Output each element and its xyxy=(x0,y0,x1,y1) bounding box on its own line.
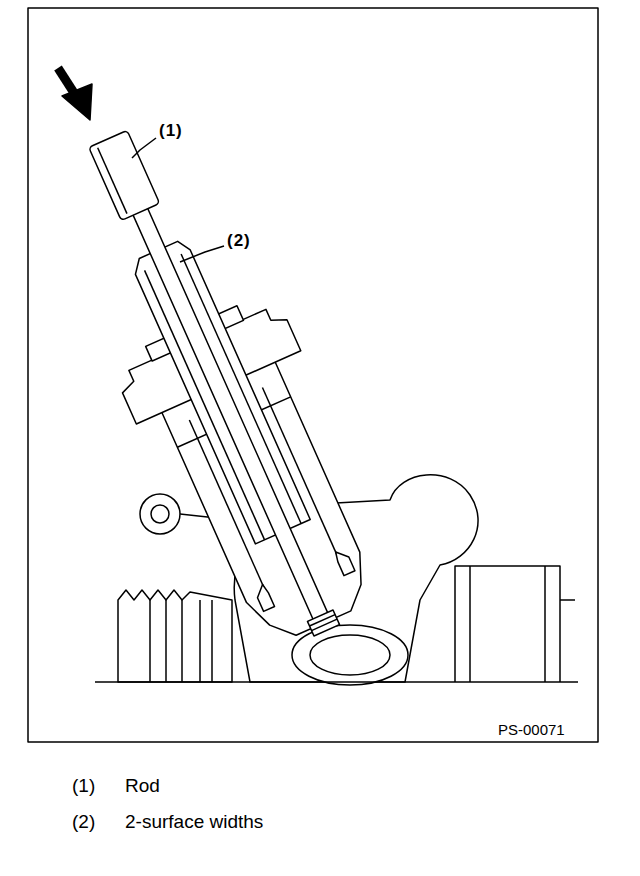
rack-tube xyxy=(455,566,575,682)
rod-cap xyxy=(89,130,160,220)
nut xyxy=(307,610,339,636)
shaft xyxy=(132,207,329,623)
legend-number: (2) xyxy=(72,812,95,831)
tool-assembly xyxy=(26,102,409,667)
push-arrow xyxy=(58,68,92,120)
part-name: 2-surface widths xyxy=(125,812,263,831)
figure-code: PS-00071 xyxy=(498,722,565,737)
legend-number: (1) xyxy=(72,776,95,795)
leader-line xyxy=(132,138,156,158)
leader-line xyxy=(180,246,224,262)
base-line xyxy=(95,681,578,683)
bellows xyxy=(118,590,232,682)
frame xyxy=(28,8,598,742)
callout-number: (1) xyxy=(159,122,183,139)
part-name: Rod xyxy=(125,776,160,795)
callout-number: (2) xyxy=(227,232,251,249)
